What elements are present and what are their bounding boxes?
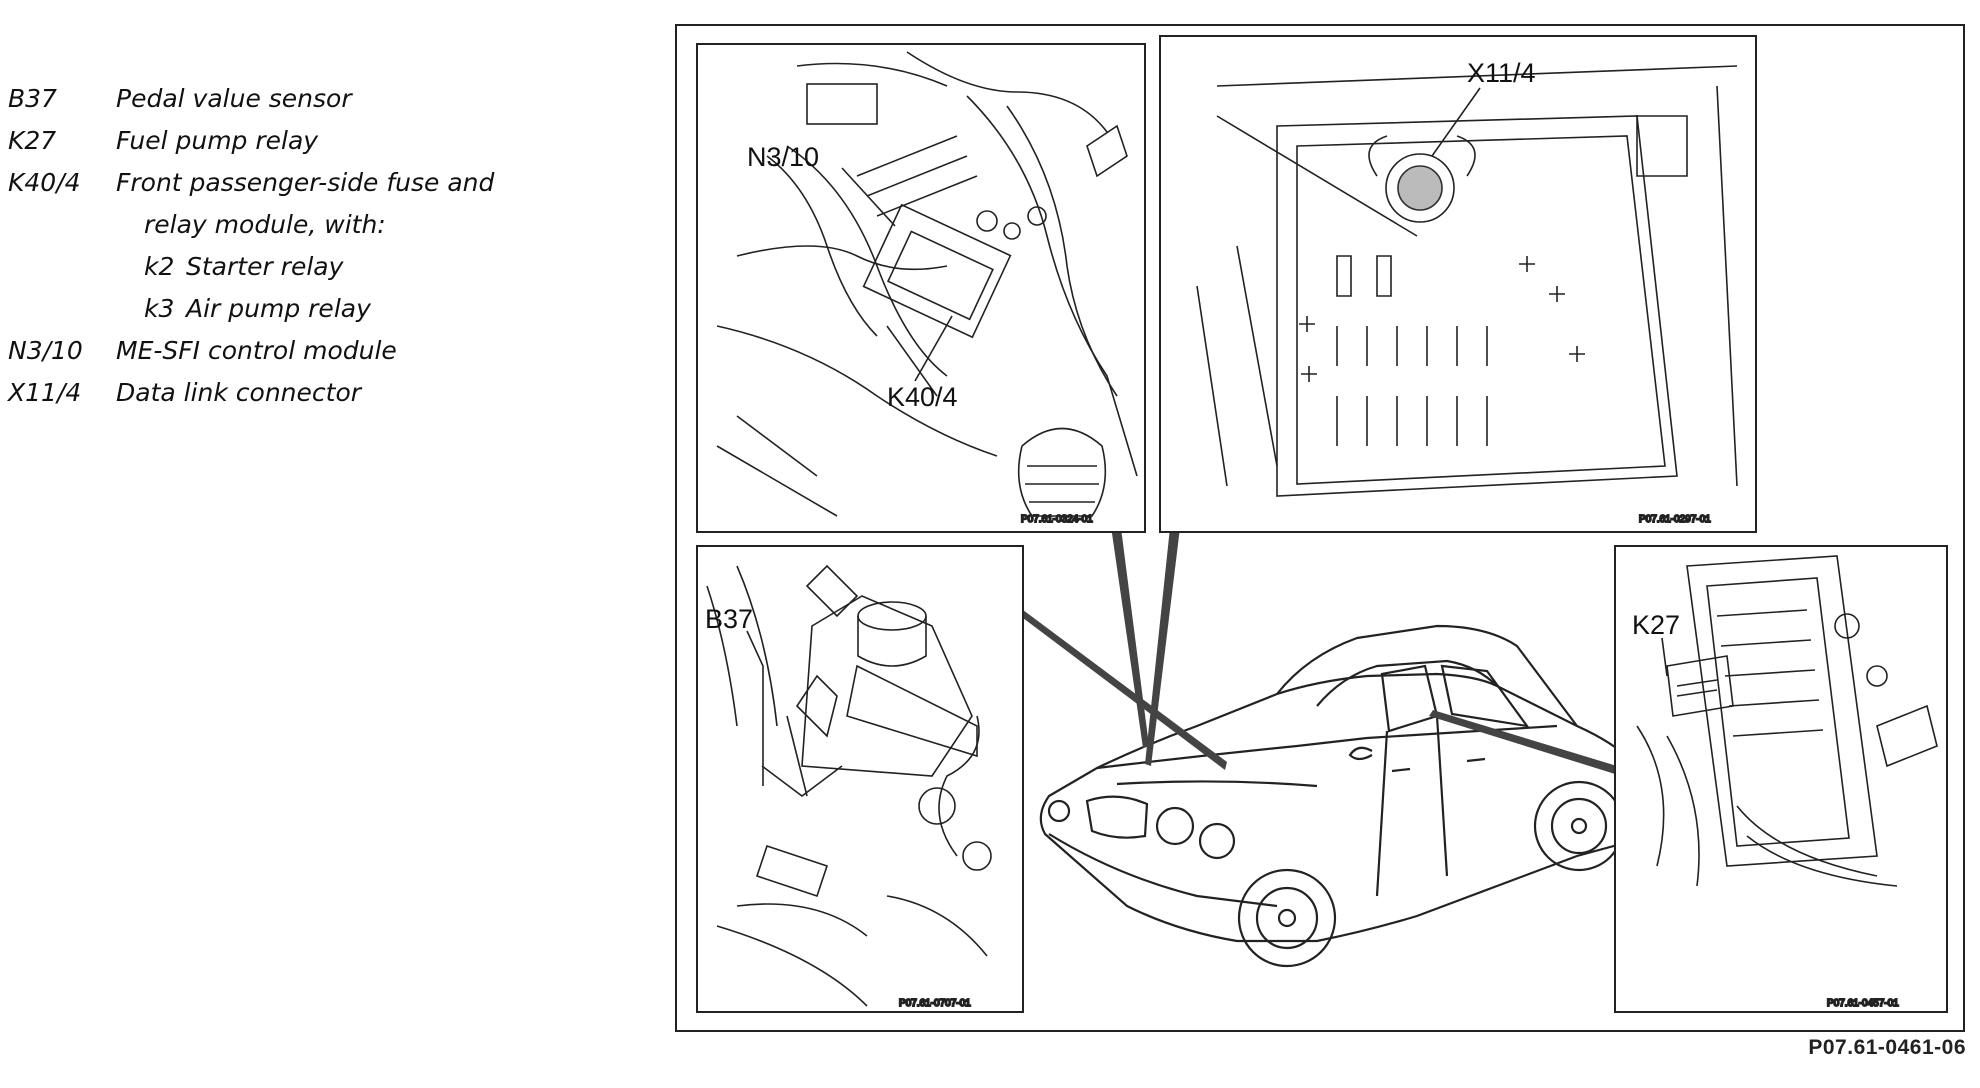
legend-desc: Front passenger-side fuse and: [116, 168, 495, 197]
legend-desc: Pedal value sensor: [116, 84, 352, 113]
car-illustration: [1039, 624, 1654, 968]
callout-k40-4: K40/4: [887, 382, 958, 412]
callout-n3-10: N3/10: [747, 142, 819, 172]
panel-reference-code: P07.61-0457-01: [1827, 998, 1899, 1009]
legend-sub-code: k3: [144, 294, 175, 323]
legend-desc: Fuel pump relay: [116, 126, 319, 155]
legend-code: K27: [8, 126, 57, 155]
panel-bottom-right: P07.61-0457-01: [1614, 545, 1948, 1013]
legend-subitem-k3: k3 Air pump relay: [8, 288, 608, 330]
legend-code: K40/4: [8, 168, 81, 197]
legend-code: B37: [8, 84, 57, 113]
panel-top-right: P07.61-0297-01: [1159, 35, 1757, 533]
panel-reference-code: P07.61-0324-01: [1021, 514, 1093, 525]
panel-top-left: P07.61-0324-01: [696, 43, 1146, 533]
legend-item-b37: B37 Pedal value sensor: [8, 78, 608, 120]
legend-code: N3/10: [8, 336, 83, 365]
legend-item-x11-4: X11/4 Data link connector: [8, 372, 608, 414]
legend-desc-continued: relay module, with:: [144, 210, 386, 239]
callout-k27: K27: [1632, 610, 1680, 640]
legend-sub-desc: Starter relay: [186, 252, 344, 281]
figure-reference-code: P07.61-0461-06: [1808, 1036, 1966, 1059]
legend-sub-code: k2: [144, 252, 175, 281]
legend-item-k40-4: K40/4 Front passenger-side fuse and: [8, 162, 608, 204]
component-legend: B37 Pedal value sensor K27 Fuel pump rel…: [8, 78, 608, 414]
legend-desc: Data link connector: [116, 378, 362, 407]
legend-subitem-k2: k2 Starter relay: [8, 246, 608, 288]
figure-illustration: P07.61-0324-01: [696, 35, 1948, 1013]
callout-x11-4: X11/4: [1467, 58, 1536, 88]
component-location-figure: P07.61-0324-01: [675, 24, 1965, 1032]
panel-reference-code: P07.61-0297-01: [1639, 514, 1711, 525]
panel-reference-code: P07.61-0707-01: [899, 998, 971, 1009]
legend-desc: ME-SFI control module: [116, 336, 397, 365]
legend-sub-desc: Air pump relay: [186, 294, 371, 323]
panel-bottom-left: P07.61-0707-01: [696, 545, 1024, 1013]
legend-item-n3-10: N3/10 ME-SFI control module: [8, 330, 608, 372]
legend-item-k27: K27 Fuel pump relay: [8, 120, 608, 162]
callout-b37: B37: [705, 604, 753, 634]
legend-code: X11/4: [8, 378, 82, 407]
